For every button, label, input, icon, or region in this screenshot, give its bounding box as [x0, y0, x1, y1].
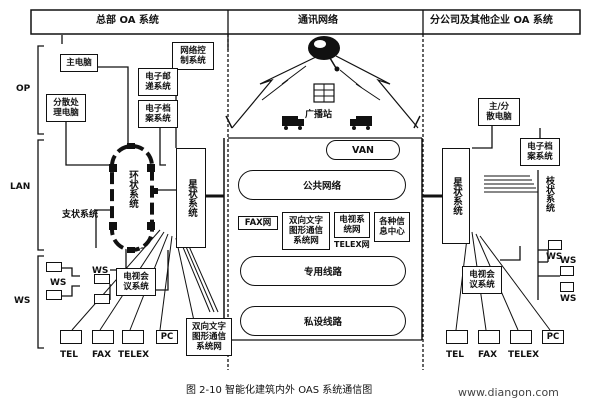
ws-terminal: [560, 266, 574, 276]
network-header: 通讯网络: [298, 15, 338, 26]
public-network-pipe: 公共网络: [238, 170, 406, 200]
dedicated-line-pipe: 专用线路: [240, 256, 406, 286]
fax-label: FAX: [92, 350, 112, 360]
telex-terminal: [510, 330, 532, 344]
fax-label: FAX: [478, 350, 498, 360]
ws-label: WS: [560, 256, 577, 266]
hq-star-system-box: 星状系统: [176, 148, 206, 248]
telex-label: TELEX: [508, 350, 540, 360]
telex-terminal: [122, 330, 144, 344]
ring-system-label: 环状系统: [127, 170, 138, 208]
info-center-box: 各种信 息中心: [374, 212, 410, 242]
ws-terminal: [94, 274, 110, 284]
fax-terminal: [92, 330, 114, 344]
hq-video-conf-box: 电视会 议系统: [116, 268, 156, 296]
fax-network-box: FAX网: [238, 216, 278, 230]
email-system-box: 电子邮 递系统: [138, 68, 178, 96]
ws-label: WS: [50, 278, 67, 288]
network-control-box: 网络控 制系统: [172, 42, 214, 70]
fax-terminal: [478, 330, 500, 344]
bidir-network-box: 双向文字 图形通信 系统网: [282, 212, 330, 250]
ws-terminal: [560, 282, 574, 292]
broadcast-station-icon: [313, 83, 335, 103]
row-label-lan: LAN: [10, 182, 31, 192]
distributed-computer-box: 分散处 理电脑: [46, 94, 86, 122]
mobile-station-icon: [282, 116, 304, 130]
branch-oa-header: 分公司及其他企业 OA 系统: [430, 15, 553, 26]
branch-archive-box: 电子档 案系统: [520, 138, 560, 166]
ws-terminal: [94, 294, 110, 304]
broadcast-station-label: 广播站: [305, 110, 333, 120]
private-line-pipe: 私设线路: [240, 306, 406, 336]
figure-caption: 图 2-10 智能化建筑内外 OAS 系统通信图: [186, 385, 373, 396]
telex-network-label: TELEX网: [334, 240, 370, 249]
van-pipe: VAN: [326, 140, 400, 160]
tel-label: TEL: [446, 350, 465, 360]
tv-network-box: 电视系 统网: [334, 212, 370, 238]
telex-label: TELEX: [118, 350, 150, 360]
pc-terminal: PC: [156, 330, 178, 344]
branch-star-system-box: 星状系统: [442, 148, 470, 244]
main-computer-box: 主电脑: [60, 54, 98, 72]
hq-bidir-text-box: 双向文字 图形通信 系统网: [186, 318, 232, 356]
ws-terminal: [548, 240, 562, 250]
mobile-station-icon: [350, 116, 372, 130]
satellite-icon: [308, 36, 340, 72]
ws-label: WS: [92, 266, 109, 276]
row-label-op: OP: [16, 84, 31, 94]
tel-terminal: [60, 330, 82, 344]
row-label-ws: WS: [14, 296, 31, 306]
hq-oa-header: 总部 OA 系统: [96, 15, 159, 26]
watermark: www.diangon.com: [458, 386, 559, 399]
ws-terminal: [46, 262, 62, 272]
branch-main-computer-box: 主/分 散电脑: [478, 98, 520, 126]
branch-tree-label: 枝状系统: [544, 176, 554, 212]
branch-video-conf-box: 电视会 议系统: [462, 266, 502, 294]
ws-label: WS: [546, 252, 563, 262]
tel-terminal: [446, 330, 468, 344]
ws-label: WS: [560, 294, 577, 304]
branch-system-label: 支状系统: [62, 210, 99, 220]
tel-label: TEL: [60, 350, 79, 360]
archive-system-box: 电子档 案系统: [138, 100, 178, 128]
pc-terminal: PC: [542, 330, 564, 344]
ws-terminal: [46, 290, 62, 300]
